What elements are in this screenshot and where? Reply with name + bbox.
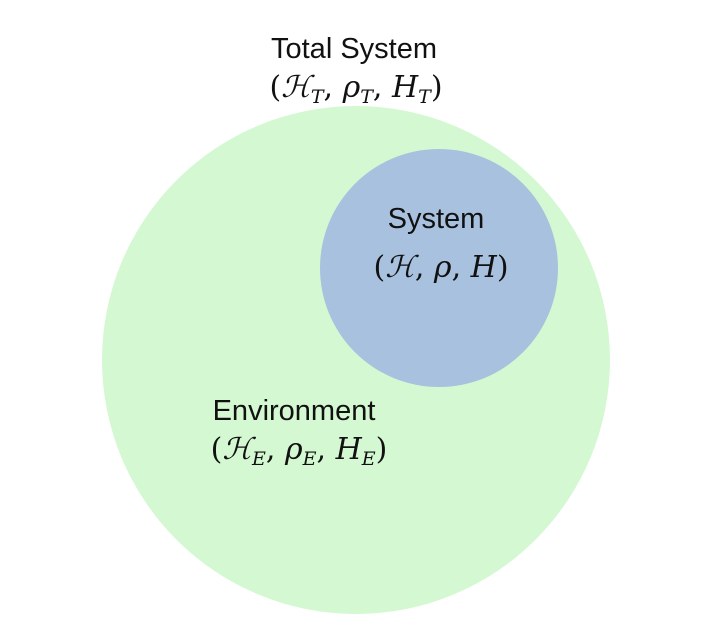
total-system-tuple: (ℋT, ρT, HT) [269,70,443,108]
environment-tuple: (ℋE, ρE, HE) [210,432,388,470]
system-title: System [387,203,485,235]
total-system-title: Total System [271,33,437,65]
environment-title: Environment [212,395,376,427]
system-circle [320,149,558,387]
system-tuple: (ℋ, ρ, H) [373,250,509,285]
total-system-circle [102,106,610,614]
